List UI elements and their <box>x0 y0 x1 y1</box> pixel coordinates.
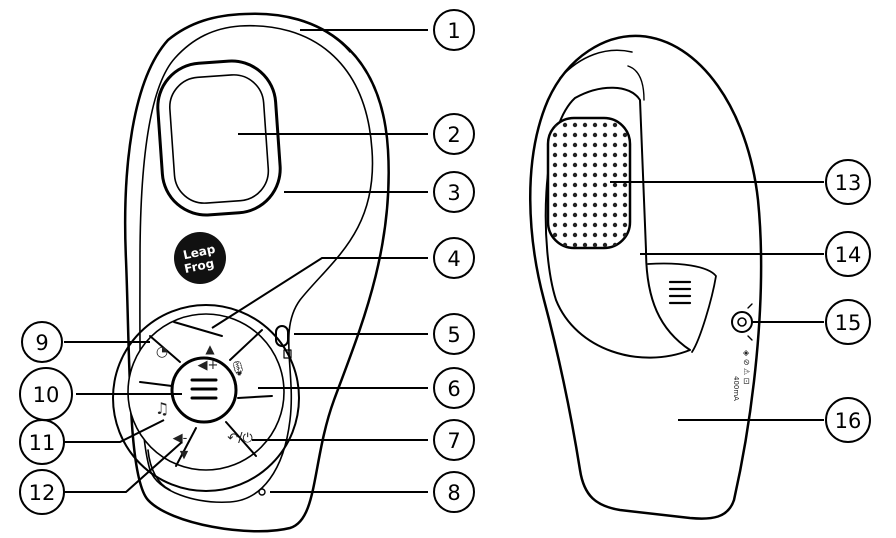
back-power-button[interactable]: ↶/⏻ <box>227 431 253 446</box>
svg-text:4: 4 <box>447 247 460 271</box>
svg-text:11: 11 <box>29 431 56 455</box>
timer-button[interactable]: ◔ <box>156 344 168 360</box>
svg-text:9: 9 <box>35 331 48 355</box>
svg-text:8: 8 <box>447 481 460 505</box>
timer-icon: ◔ <box>156 344 168 360</box>
svg-text:2: 2 <box>447 123 460 147</box>
music-note-icon: ♫ <box>155 399 169 418</box>
back-power-icon: ↶/⏻ <box>227 431 253 446</box>
microphone-icon: 🎙 <box>229 360 247 377</box>
back-view <box>529 34 763 520</box>
callout-5: 5 <box>433 313 475 355</box>
svg-text:3: 3 <box>447 181 460 205</box>
rating-label-current: 400mA <box>732 376 740 401</box>
speaker-housing <box>544 86 691 359</box>
leapfrog-logo <box>174 232 226 284</box>
rating-label-symbols: ◈ ⊘ ⚠ ⊡ <box>742 350 751 384</box>
control-pad-outer <box>112 304 300 492</box>
svg-text:15: 15 <box>835 311 862 335</box>
svg-text:5: 5 <box>447 323 460 347</box>
callout-4: 4 <box>433 237 475 279</box>
svg-text:12: 12 <box>29 481 56 505</box>
front-view <box>112 12 390 533</box>
microphone-hole <box>258 488 266 496</box>
svg-text:13: 13 <box>835 171 862 195</box>
callout-3: 3 <box>433 171 475 213</box>
callout-10: 10 <box>19 367 73 421</box>
led-indicator <box>275 325 289 347</box>
svg-text:14: 14 <box>835 243 862 267</box>
callout-1: 1 <box>433 9 475 51</box>
callout-16: 16 <box>825 397 871 443</box>
callout-11: 11 <box>19 419 65 465</box>
volume-down-button[interactable]: ◀- ▼ <box>173 431 189 461</box>
music-button[interactable]: ♫ <box>155 399 169 418</box>
volume-up-button[interactable]: ▲ ◀+ <box>198 342 219 373</box>
callouts: 1 2 3 4 5 6 7 8 <box>19 9 871 515</box>
svg-text:16: 16 <box>835 409 862 433</box>
callout-13: 13 <box>825 159 871 205</box>
volume-up-icon: ▲ <box>205 342 215 356</box>
svg-text:7: 7 <box>447 429 460 453</box>
front-inner-rim <box>139 24 374 503</box>
callout-15: 15 <box>825 299 871 345</box>
volume-down-icon: ▼ <box>180 448 189 461</box>
svg-text:◀-: ◀- <box>173 431 188 446</box>
display-screen-inner <box>169 74 270 204</box>
svg-text:6: 6 <box>447 377 460 401</box>
callout-14: 14 <box>825 231 871 277</box>
logo-line1: Leap <box>182 242 217 263</box>
callout-6: 6 <box>433 367 475 409</box>
logo-line2: Frog <box>183 256 215 276</box>
back-outer-shell <box>529 34 763 520</box>
display-screen <box>156 59 282 217</box>
callout-12: 12 <box>19 469 65 515</box>
talk-button[interactable]: 🎙 <box>229 360 247 377</box>
callout-7: 7 <box>433 419 475 461</box>
leader-lines <box>64 29 824 493</box>
callout-8: 8 <box>433 471 475 513</box>
svg-text:1: 1 <box>447 19 460 43</box>
svg-text:◀+: ◀+ <box>198 358 219 373</box>
callout-2: 2 <box>433 113 475 155</box>
svg-text:10: 10 <box>33 383 60 407</box>
callout-9: 9 <box>21 321 63 363</box>
power-socket[interactable] <box>731 311 753 333</box>
battery-cover-seam <box>647 262 717 353</box>
